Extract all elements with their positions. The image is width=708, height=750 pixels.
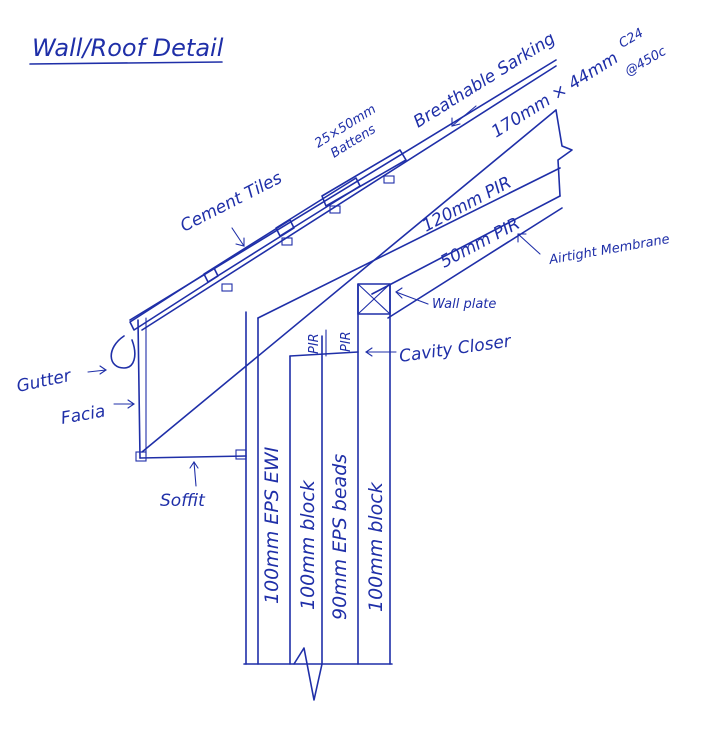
rafter-bottom-line — [141, 109, 557, 453]
label-facia: Facia — [59, 401, 106, 428]
tile — [321, 149, 407, 207]
wall-break-symbol — [293, 647, 323, 701]
wall-plate — [357, 283, 391, 315]
gutter-shape — [110, 335, 136, 369]
label-block-outer: 100mm block — [297, 479, 319, 610]
label-soffit: Soffit — [160, 491, 206, 511]
cavity-closer-line — [289, 351, 359, 357]
pir-50-underside — [371, 195, 561, 295]
fascia-board — [137, 319, 141, 459]
label-airtight-membrane: Airtight Membrane — [547, 232, 671, 268]
leaders — [87, 105, 541, 487]
label-eps-ewi: 100mm EPS EWI — [261, 446, 283, 604]
label-cement-tiles: Cement Tiles — [177, 168, 285, 236]
label-wall-plate: Wall plate — [432, 297, 496, 312]
batten — [221, 283, 233, 292]
eaves — [110, 317, 247, 462]
soffit-bearer-right — [235, 449, 247, 460]
label-gutter: Gutter — [15, 366, 74, 397]
label-pir-closer-b: PIR — [339, 331, 354, 352]
label-pir-closer-a: PIR — [307, 333, 322, 354]
batten — [329, 205, 341, 214]
title-underline — [29, 61, 223, 65]
cement-tiles — [129, 149, 407, 331]
drawing-title: Wall/Roof Detail — [32, 34, 224, 62]
label-rafter-spacing: @450c — [623, 44, 669, 79]
soffit-board — [139, 455, 247, 459]
label-cavity-closer: Cavity Closer — [398, 331, 513, 367]
rafter-top-line — [141, 65, 557, 331]
tile — [203, 219, 295, 283]
batten — [281, 237, 293, 246]
label-eps-beads: 90mm EPS beads — [329, 454, 351, 620]
label-block-inner: 100mm block — [365, 481, 387, 612]
batten — [383, 175, 395, 184]
soffit-bearer-left — [135, 451, 147, 462]
pir-120-underside — [257, 167, 561, 319]
wall-layers — [243, 283, 393, 701]
label-rafter-grade: C24 — [617, 26, 647, 52]
roof-break-symbol — [555, 109, 573, 197]
